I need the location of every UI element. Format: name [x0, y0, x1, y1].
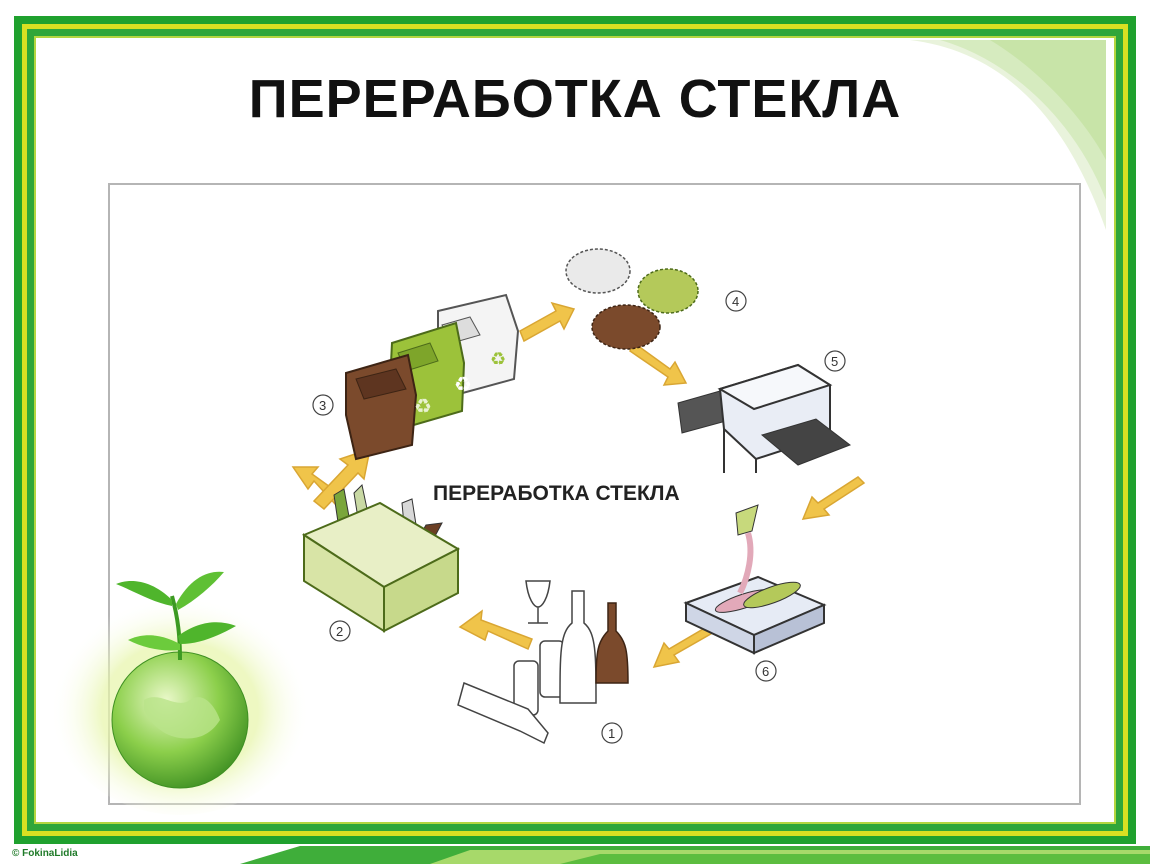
step-number-5: 5	[831, 354, 838, 369]
step-number-6: 6	[762, 664, 769, 679]
step-numbers	[312, 290, 846, 744]
step-number-3: 3	[319, 398, 326, 413]
step-number-4: 4	[732, 294, 739, 309]
bottom-decorative-band	[240, 846, 1150, 864]
recycle-icon: ♻	[414, 396, 432, 418]
page-curl-decoration	[910, 40, 1106, 230]
glass-recycling-diagram: ♻ ♻ ♻	[291, 248, 866, 745]
arrow-5-to-6	[801, 476, 866, 520]
arrow-crate-to-bins	[312, 447, 371, 511]
arrow-3-to-4	[519, 301, 576, 343]
arrow-1-to-2	[458, 609, 533, 651]
slide-frame-thin	[34, 36, 1116, 824]
cullet-piles	[565, 248, 699, 350]
slide-frame-yellow	[22, 24, 1128, 836]
sprout-icon	[116, 571, 236, 661]
recycling-bins: ♻ ♻ ♻	[345, 293, 520, 461]
slide-title: ПЕРЕРАБОТКА СТЕКЛА	[248, 69, 902, 129]
step-number-2: 2	[336, 624, 343, 639]
recycle-icon: ♻	[490, 349, 506, 369]
step-number-1: 1	[608, 726, 615, 741]
slide-frame-inner	[27, 29, 1123, 831]
glass-bottle-icon	[457, 580, 629, 745]
copyright-text: © FokinaLidia	[12, 848, 78, 859]
arrow-4-to-5	[629, 341, 688, 386]
slide-frame-outer	[14, 16, 1136, 844]
globe-icon	[50, 571, 310, 815]
diagram-center-label: ПЕРЕРАБОТКА СТЕКЛА	[433, 482, 680, 505]
crate-icon	[301, 483, 461, 633]
recycle-icon: ♻	[454, 374, 472, 396]
conveyor-machine-icon	[677, 363, 852, 473]
mold-icon	[683, 504, 827, 655]
